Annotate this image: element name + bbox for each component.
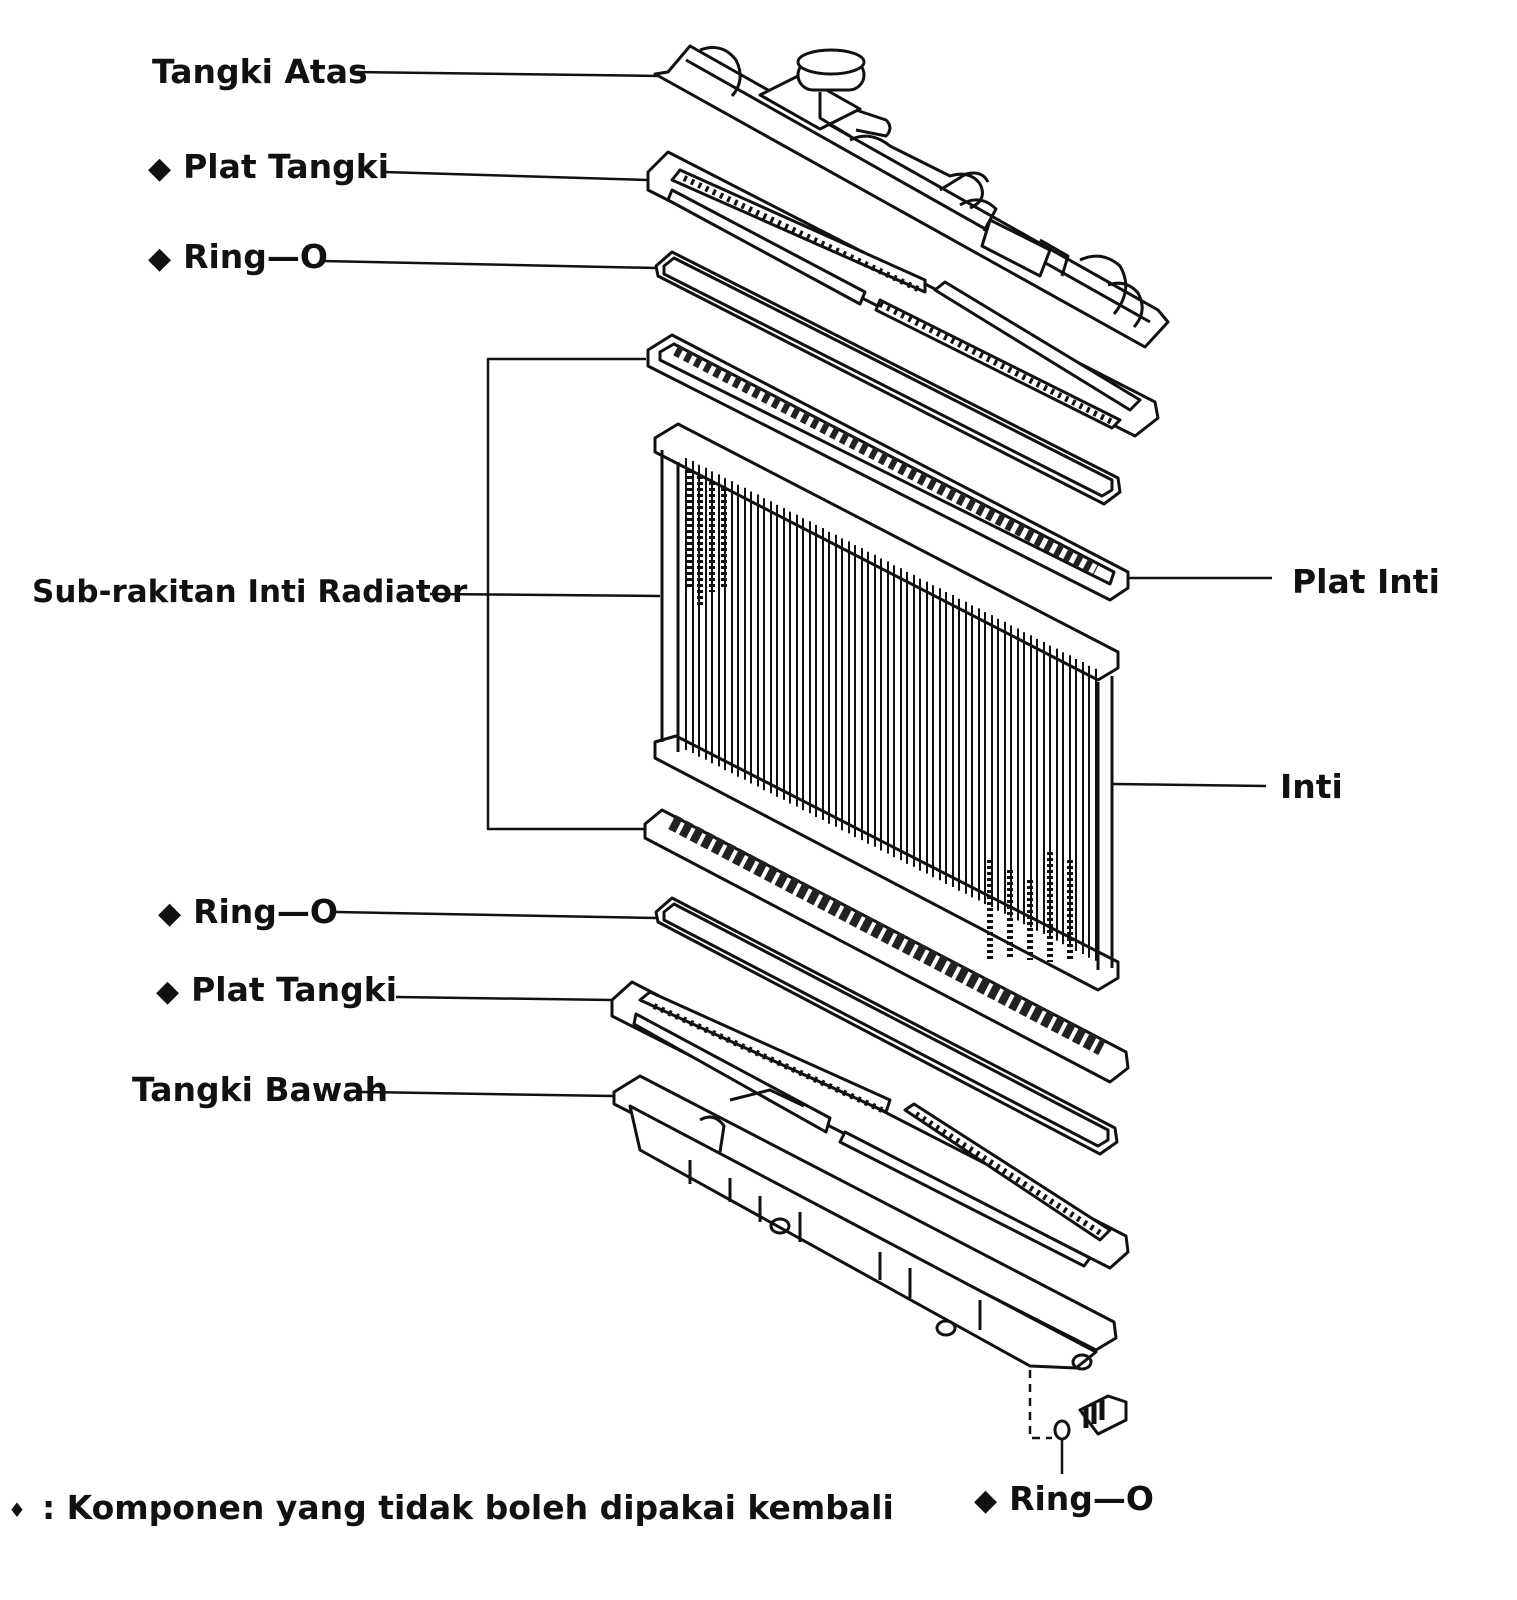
upper-o-ring-part — [654, 250, 1122, 506]
leader-lines — [321, 70, 1272, 1098]
label-plat-tangki-top: ◆ Plat Tangki — [148, 150, 389, 184]
label-ring-o-mid-text: Ring—O — [193, 892, 338, 931]
diamond-marker-icon: ◆ — [156, 974, 180, 1009]
label-ring-o-mid: ◆ Ring—O — [158, 895, 338, 929]
label-tangki-atas: Tangki Atas — [152, 52, 368, 91]
label-inti: Inti — [1280, 767, 1343, 806]
legend-symbol-icon: ♦ — [8, 1497, 26, 1522]
core-plate-lower-part — [643, 808, 1130, 1084]
legend-text: : Komponen yang tidak boleh dipakai kemb… — [41, 1488, 894, 1527]
lower-tank-part — [612, 1074, 1118, 1371]
diamond-marker-icon: ◆ — [158, 896, 182, 931]
upper-tank-plate-part — [646, 150, 1160, 438]
lower-tank-plate-part — [610, 980, 1130, 1270]
legend: ♦ : Komponen yang tidak boleh dipakai kem… — [8, 1488, 894, 1527]
diamond-marker-icon: ◆ — [148, 241, 172, 276]
drain-plug-part — [1028, 1370, 1128, 1474]
label-plat-tangki-bottom-text: Plat Tangki — [191, 970, 398, 1009]
label-plat-inti: Plat Inti — [1292, 562, 1440, 601]
label-ring-o-top: ◆ Ring—O — [148, 240, 328, 274]
label-ring-o-drain-text: Ring—O — [1009, 1479, 1154, 1518]
label-plat-tangki-bottom: ◆ Plat Tangki — [156, 973, 397, 1007]
label-tangki-bawah: Tangki Bawah — [132, 1070, 389, 1109]
lower-o-ring-part — [654, 896, 1119, 1156]
label-sub-rakitan: Sub-rakitan Inti Radiator — [32, 574, 468, 610]
core-plate-upper-part — [646, 333, 1130, 602]
diamond-marker-icon: ◆ — [974, 1483, 998, 1518]
label-ring-o-drain: ◆ Ring—O — [974, 1482, 1154, 1516]
diamond-marker-icon: ◆ — [148, 151, 172, 186]
radiator-core-part — [653, 422, 1120, 992]
label-ring-o-top-text: Ring—O — [183, 237, 328, 276]
label-plat-tangki-top-text: Plat Tangki — [183, 147, 390, 186]
upper-tank-part — [653, 44, 1170, 349]
